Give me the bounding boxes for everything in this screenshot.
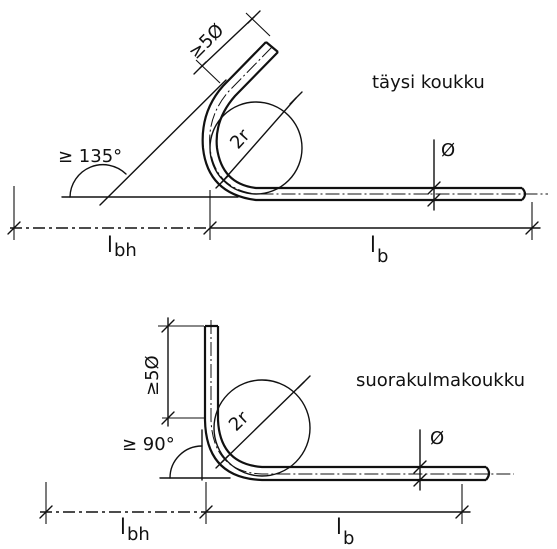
top-lb-subscript: b (377, 246, 388, 267)
bottom-2r-tick-a (215, 455, 229, 469)
top-dia-tick-b (427, 193, 441, 207)
bottom-5d-tick-bottom (161, 411, 175, 425)
top-2r-tick-a (215, 175, 229, 189)
top-angle-label: ≥ 135° (58, 146, 122, 167)
top-straight-length-label: ≥5Ø (185, 20, 229, 64)
bottom-2r-dim-line (221, 381, 305, 463)
top-lbh-label: l (107, 233, 113, 257)
top-dia-tick-a (427, 181, 441, 195)
top-bar-inner-edge (215, 51, 522, 190)
top-lbh-subscript: bh (114, 240, 137, 261)
top-5d-tick-a (193, 61, 207, 75)
bottom-angle-arc (169, 445, 203, 479)
top-2r-tick-b (289, 91, 303, 105)
bottom-bar-diameter-label: Ø (430, 428, 444, 449)
bottom-length-tick-right (455, 505, 469, 519)
bottom-bar-centreline (210, 320, 514, 475)
top-length-tick-right (525, 221, 539, 235)
bottom-lb-label: l (336, 515, 342, 539)
top-2r-dim-line (221, 97, 297, 183)
bottom-2r-tick-b (297, 375, 311, 389)
top-figure-title: täysi koukku (372, 72, 485, 93)
top-length-tick-mid (203, 221, 217, 235)
top-5d-dim-line (199, 16, 255, 69)
top-lb-label: l (370, 233, 376, 257)
top-length-tick-left (7, 221, 21, 235)
bottom-lbh-subscript: bh (127, 524, 150, 545)
top-bar-diameter-label: Ø (441, 140, 455, 161)
top-angle-arc (69, 163, 127, 198)
top-bar-centreline (209, 46, 548, 195)
top-bar-outer-edge (201, 41, 522, 202)
bottom-bend-diameter-label: 2r (225, 407, 254, 436)
bottom-dia-tick-b (413, 473, 427, 487)
bottom-bar-outer-edge (203, 326, 486, 482)
bottom-length-tick-mid (199, 505, 213, 519)
top-angle-guide-line (99, 79, 227, 206)
bottom-5d-tick-top (161, 319, 175, 333)
bottom-lbh-label: l (120, 515, 126, 539)
top-5d-ext-line-a (195, 59, 221, 84)
bottom-angle-label: ≥ 90° (122, 434, 175, 455)
bottom-bar-break-end (485, 466, 491, 481)
bottom-straight-length-label: ≥5Ø (142, 355, 163, 396)
bottom-bend-circle (213, 379, 311, 477)
bottom-dia-tick-a (413, 460, 427, 474)
bottom-figure-title: suorakulmakoukku (356, 370, 525, 391)
bottom-bar-inner-edge (216, 326, 486, 469)
right-angle-hook-figure: suorakulmakoukku ≥ 90° ≥5Ø 2r Ø l bh l b (39, 317, 525, 549)
top-5d-tick-b (247, 10, 261, 24)
bottom-length-tick-left (39, 505, 53, 519)
bottom-lb-subscript: b (343, 528, 354, 549)
top-5d-ext-line-b (245, 12, 271, 37)
full-hook-figure: täysi koukku ≥ 135° ≥5Ø 2r Ø l bh l b (7, 10, 548, 267)
